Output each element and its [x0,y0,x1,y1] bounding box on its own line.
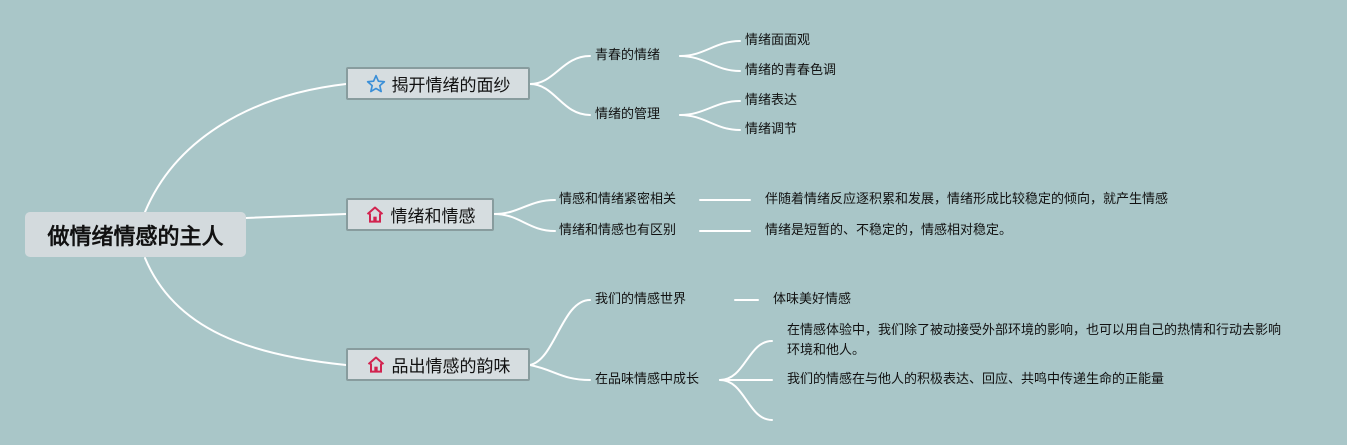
connector-root-branch-3 [144,257,347,366]
branch-topic-2[interactable]: 情绪和情感 [346,198,494,231]
connector-b1c1-l2 [679,55,741,72]
branch-topic-3[interactable]: 品出情感的韵味 [346,348,530,381]
subtopic-emotion-management[interactable]: 情绪的管理 [595,107,661,122]
branch-topic-1-label: 揭开情绪的面纱 [391,76,511,96]
subtopic-our-emotional-world[interactable]: 我们的情感世界 [595,292,687,307]
branch-topic-2-label: 情绪和情感 [390,207,476,227]
home-icon [367,356,384,373]
leaf-feeling-formation[interactable]: 伴随着情绪反应逐积累和发展，情绪形成比较稳定的倾向，就产生情感 [765,192,1169,207]
connector-b3-c1 [529,299,591,366]
leaf-emotion-overview[interactable]: 情绪面面观 [745,33,811,48]
connector-root-branch-2 [245,213,347,219]
branch-topic-3-label: 品出情感的韵味 [391,357,511,377]
root-topic[interactable]: 做情绪情感的主人 [25,212,246,257]
connector-b2-c1 [493,199,556,215]
subtopic-closely-related[interactable]: 情感和情绪紧密相关 [559,192,677,207]
connector-b2-c2 [493,213,556,232]
connector-root-branch-1 [144,83,347,213]
subtopic-growing-through-feelings[interactable]: 在品味情感中成长 [595,372,700,387]
leaf-emotion-expression[interactable]: 情绪表达 [745,93,798,108]
leaf-influence-environment[interactable]: 在情感体验中，我们除了被动接受外部环境的影响，也可以用自己的热情和行动去影响环境… [787,323,1282,358]
connector-b1-c1 [529,55,591,85]
connector-b3-c2 [529,364,591,381]
connector-b1c1-l1 [679,40,741,57]
home-icon [366,206,383,223]
root-topic-label: 做情绪情感的主人 [47,224,224,250]
leaf-emotion-regulation[interactable]: 情绪调节 [745,122,798,137]
leaf-positive-energy[interactable]: 我们的情感在与他人的积极表达、回应、共鸣中传递生命的正能量 [787,372,1165,387]
connector-b1c2-l1 [679,100,741,116]
connector-b3c2-l1 [719,340,773,381]
leaf-emotion-youth-tone[interactable]: 情绪的青春色调 [745,63,837,78]
leaf-emotion-short-lived[interactable]: 情绪是短暂的、不稳定的，情感相对稳定。 [765,223,1013,238]
leaf-savor-good-feelings[interactable]: 体味美好情感 [773,292,852,307]
connector-b1c2-l2 [679,114,741,131]
connector-b3c2-l3 [719,379,773,421]
connector-b1-c2 [529,83,591,116]
star-icon [366,74,385,92]
branch-topic-1[interactable]: 揭开情绪的面纱 [346,67,530,100]
subtopic-also-different[interactable]: 情绪和情感也有区别 [559,223,677,238]
subtopic-youth-emotions[interactable]: 青春的情绪 [595,48,661,63]
